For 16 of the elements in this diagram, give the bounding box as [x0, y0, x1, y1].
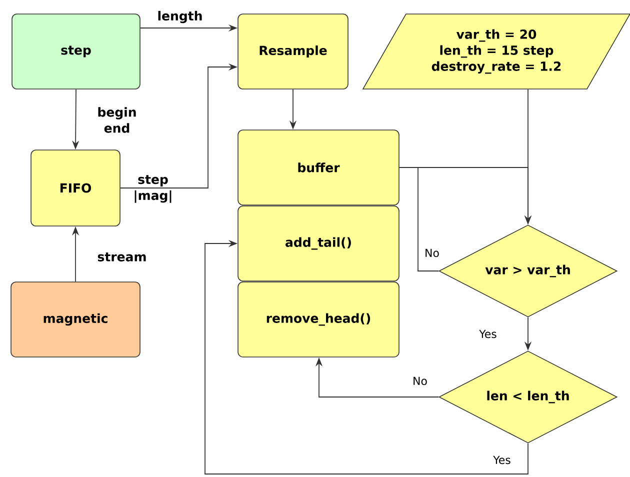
- process-box: step: [12, 14, 140, 90]
- edge-label: Yes: [479, 330, 496, 338]
- edge-label: No: [426, 248, 439, 258]
- edge-label: No: [414, 376, 427, 386]
- edge-label: length: [158, 10, 202, 24]
- process-box: Resample: [238, 14, 348, 90]
- edge-label: begin end: [98, 107, 136, 133]
- arrow: [204, 240, 528, 474]
- process-box: remove_head(): [238, 282, 400, 358]
- edge-label: stream: [98, 252, 146, 262]
- process-box: buffer: [238, 130, 400, 206]
- process-box: add_tail(): [238, 206, 400, 282]
- process-box: magnetic: [10, 282, 140, 358]
- process-box: FIFO: [30, 150, 120, 226]
- edge-label: Yes: [493, 456, 510, 464]
- edge-label: step |mag|: [134, 175, 172, 203]
